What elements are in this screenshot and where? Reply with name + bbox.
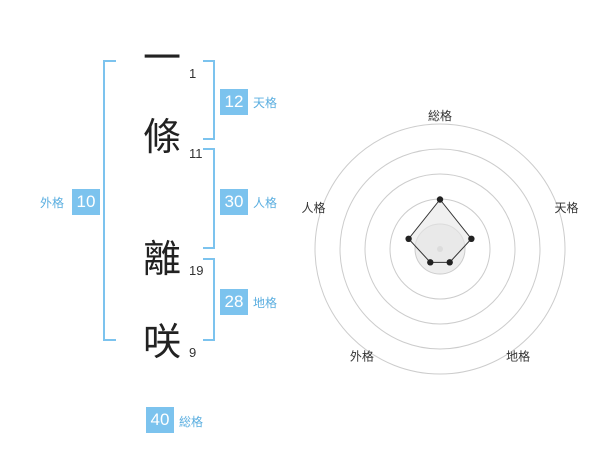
gaikaku-bracket [103, 60, 116, 341]
radar-point-人格 [405, 235, 412, 243]
stroke-count-2: 11 [189, 146, 203, 161]
tenkaku-value-badge: 12 [220, 89, 248, 115]
radar-ring [339, 148, 541, 350]
stroke-count-3: 19 [189, 263, 204, 278]
radar-axis-label: 人格 [302, 200, 326, 215]
radar-point-地格 [446, 259, 453, 266]
jinkaku-label: 人格 [253, 196, 278, 210]
name-char-3: 離 [142, 237, 181, 281]
radar-ring [364, 173, 516, 325]
name-char-4: 咲 [142, 320, 181, 364]
jinkaku-bracket [203, 148, 215, 249]
chikaku-bracket [203, 258, 215, 341]
tenkaku-bracket [203, 60, 215, 140]
chikaku-label: 地格 [253, 296, 278, 310]
radar-axis-label: 地格 [506, 349, 530, 364]
radar-point-総格 [436, 196, 444, 203]
chikaku-value-badge: 28 [220, 289, 248, 315]
name-char-1: 一 [142, 36, 181, 80]
tenkaku-label: 天格 [253, 96, 278, 110]
radar-polygon [407, 198, 473, 263]
radar-axis-label: 外格 [350, 349, 374, 364]
radar-axis-label: 天格 [554, 200, 578, 215]
stroke-count-4: 9 [189, 345, 197, 360]
gaikaku-value-badge: 10 [72, 189, 100, 215]
soukaku-label: 総格 [179, 415, 204, 429]
soukaku-value-badge: 40 [146, 407, 174, 433]
radar-point-天格 [468, 235, 475, 243]
gaikaku-label: 外格 [40, 196, 65, 210]
radar-ring [314, 123, 566, 375]
radar-polygon-group [405, 196, 475, 266]
name-char-2: 條 [142, 115, 181, 159]
jinkaku-value-badge: 30 [220, 189, 248, 215]
stroke-count-1: 1 [189, 66, 197, 81]
radar-axis-label: 総格 [428, 108, 452, 123]
radar-point-外格 [427, 259, 434, 266]
